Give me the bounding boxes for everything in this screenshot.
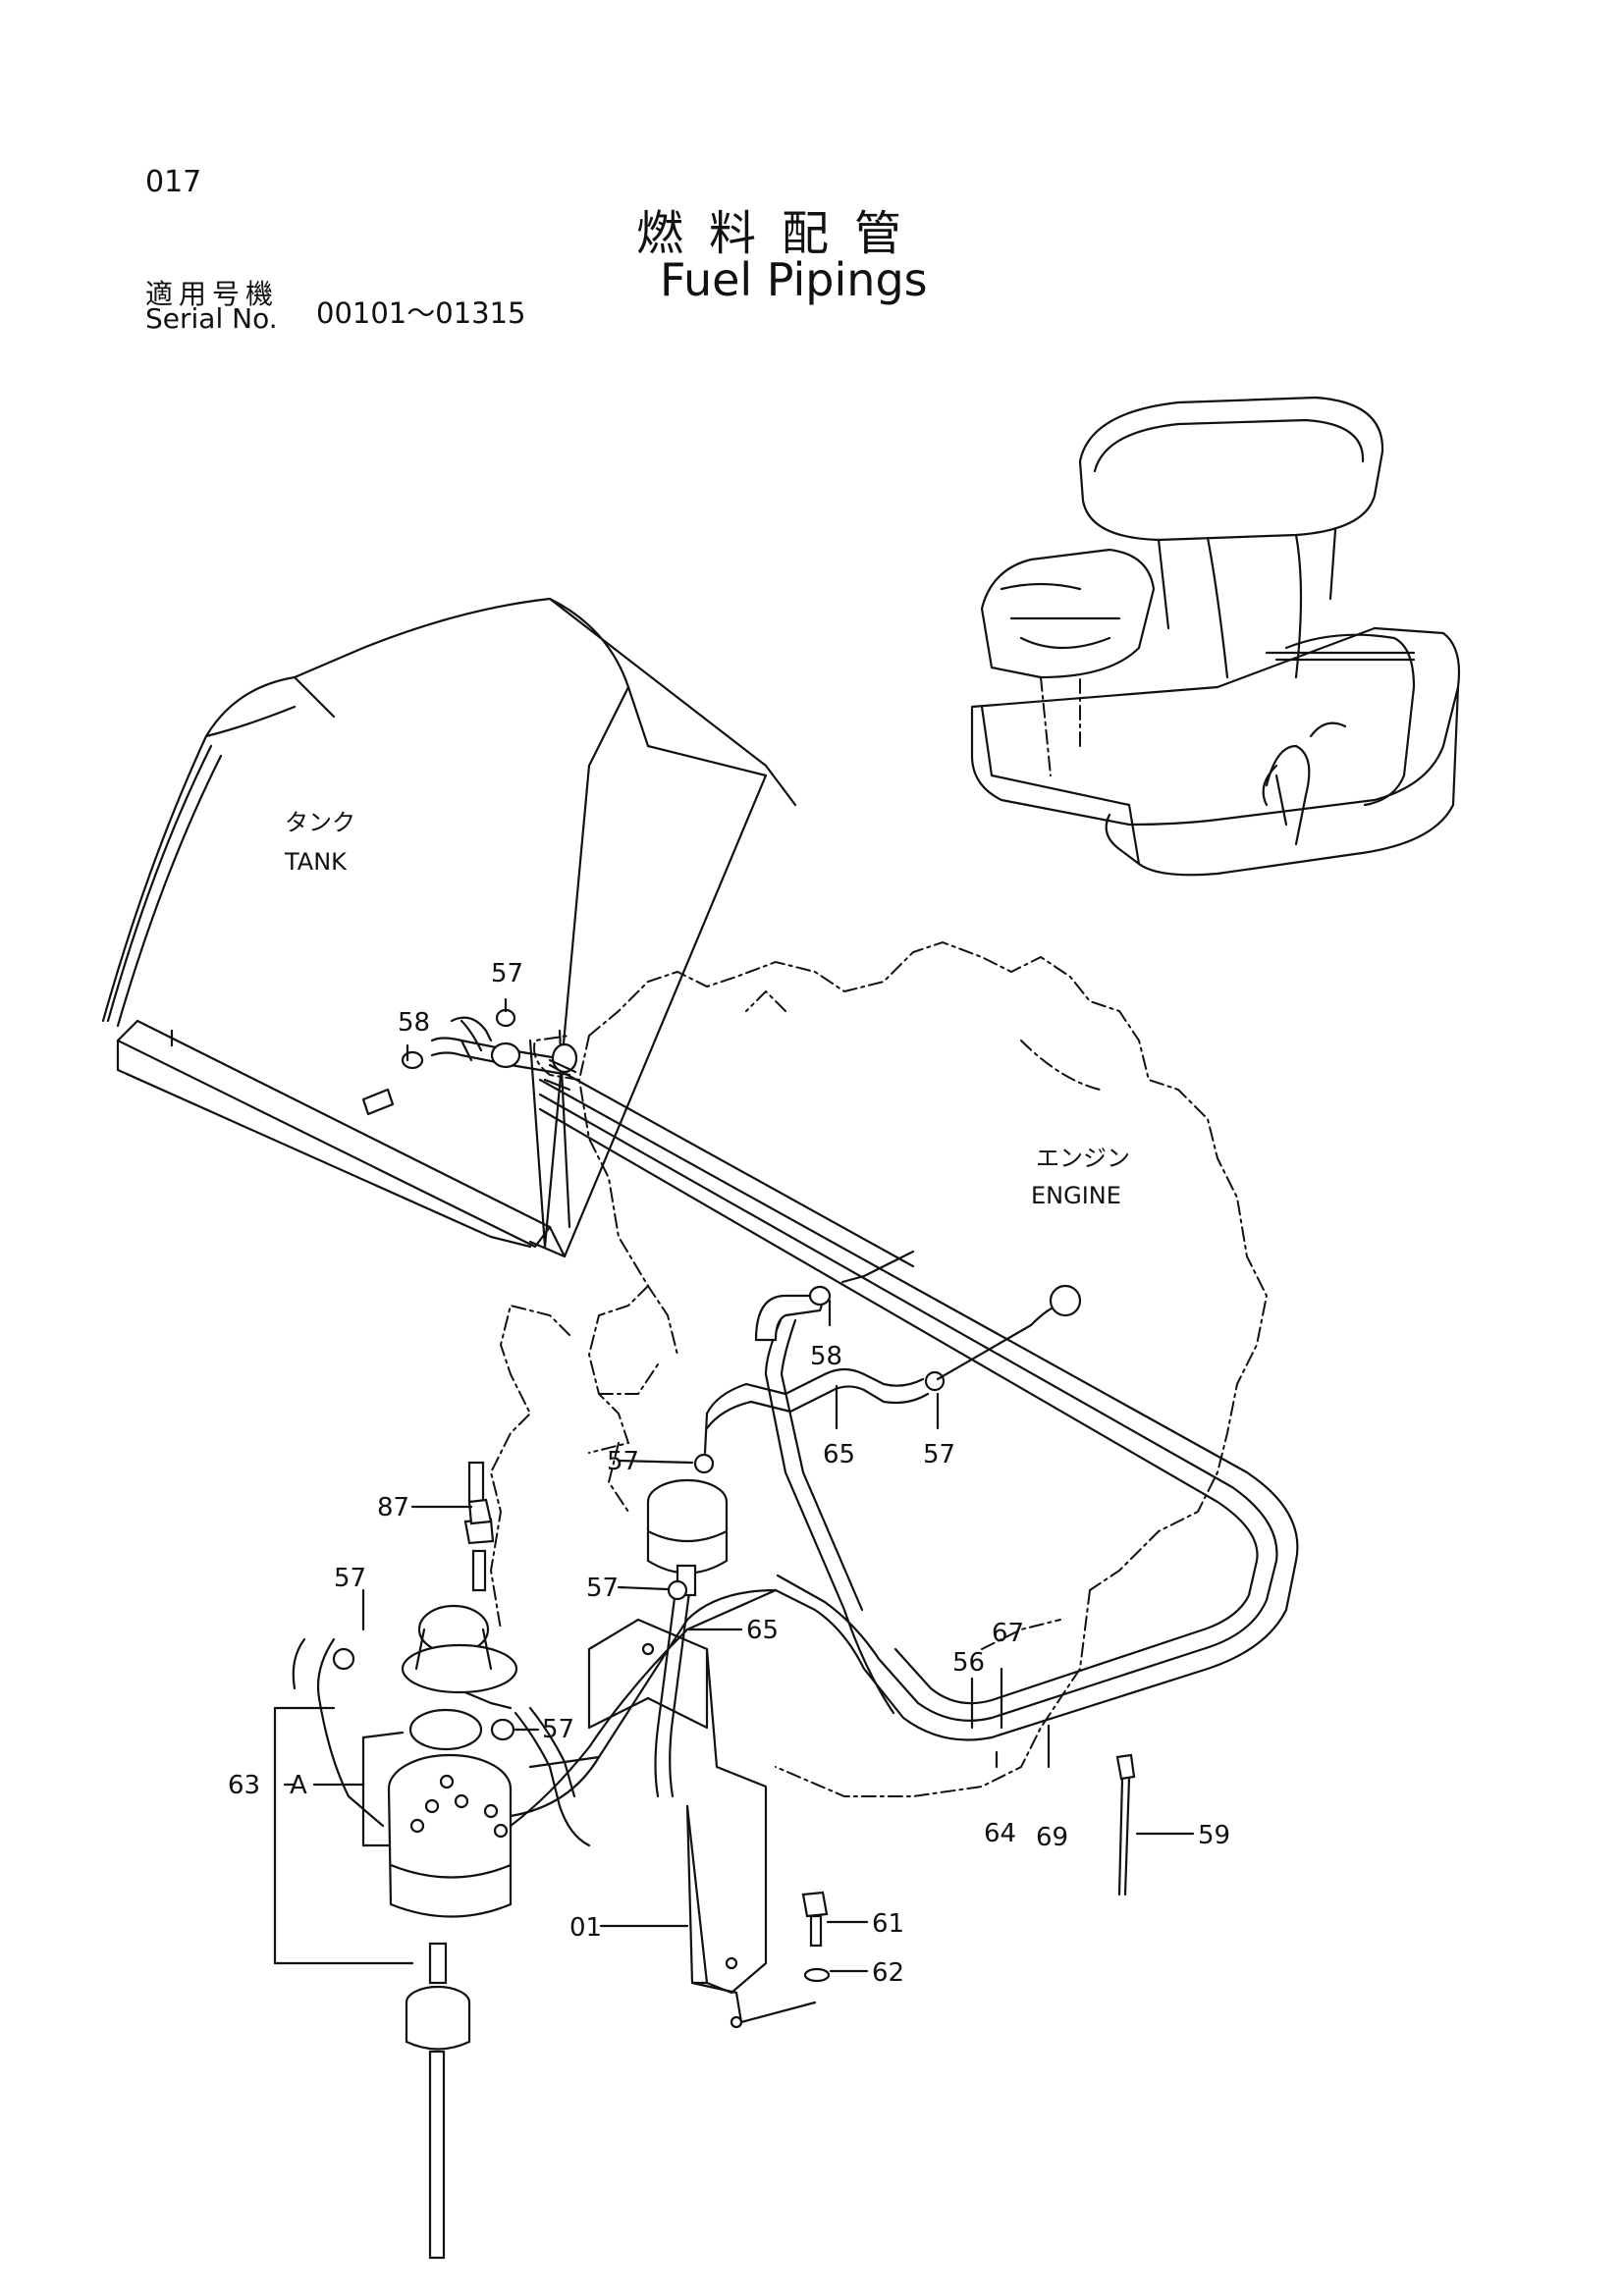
callout-64: 64 [984,1819,1016,1848]
cable-tie [1115,1753,1136,1781]
callout-65: 65 [746,1616,779,1645]
callout-61: 61 [872,1909,904,1939]
washer [803,1967,831,1983]
fuel-pipe-run [292,1008,1299,1847]
callout-63: 63 [228,1771,260,1800]
hose-clamp [490,1718,515,1741]
water-separator [646,1412,729,1601]
leader-lines [273,997,1195,1973]
callout-58: 58 [398,1008,430,1038]
callout-59: 59 [1198,1821,1230,1850]
callout-56: 56 [952,1648,985,1678]
tank-label-jp: タンク [285,809,355,836]
serial-range: 00101～01315 [316,296,526,330]
page-title: Fuel Pipings [660,253,928,306]
hose-clamp [401,1050,424,1070]
page-number: 017 [145,165,202,199]
hose-clamp [693,1453,715,1474]
callout-57: 57 [542,1715,574,1744]
callout-57: 57 [607,1447,639,1476]
sensor-fitting [1049,1284,1082,1317]
hose-clamp [667,1579,688,1601]
engine-label-jp: エンジン [1036,1145,1130,1172]
callout-57: 57 [923,1440,955,1469]
hose-clamp [808,1285,832,1307]
callout-62: 62 [872,1958,904,1988]
hose-clamp [490,1041,521,1069]
fuel-tank-illustration [101,597,797,1258]
filter-bracket [587,1618,817,2029]
callout-57: 57 [491,959,523,988]
hose-clamp [495,1008,516,1028]
callout-57: 57 [334,1564,366,1593]
callout-65: 65 [823,1440,855,1469]
serial-label: Serial No. [145,302,278,335]
callout-67: 67 [992,1619,1024,1648]
page-title-jp: 燃料配管 [636,206,928,261]
engine-outline [489,940,1269,1797]
engine-label: ENGINE [1031,1182,1121,1209]
machine-overview-illustration [970,396,1461,877]
hose-clamp [924,1370,946,1392]
callout-87: 87 [377,1493,409,1522]
callout-69: 69 [1036,1823,1068,1852]
serial-label-jp: 適用号機 [145,278,280,310]
callout-57: 57 [586,1574,619,1603]
tank-label: TANK [284,848,348,876]
hose-clamp [332,1647,355,1671]
callout-a: A [290,1771,307,1800]
fuel-filter-assembly [332,1461,518,2260]
callout-58: 58 [810,1342,842,1371]
fastener-parts [467,1498,1136,1983]
callout-01: 01 [569,1913,602,1943]
